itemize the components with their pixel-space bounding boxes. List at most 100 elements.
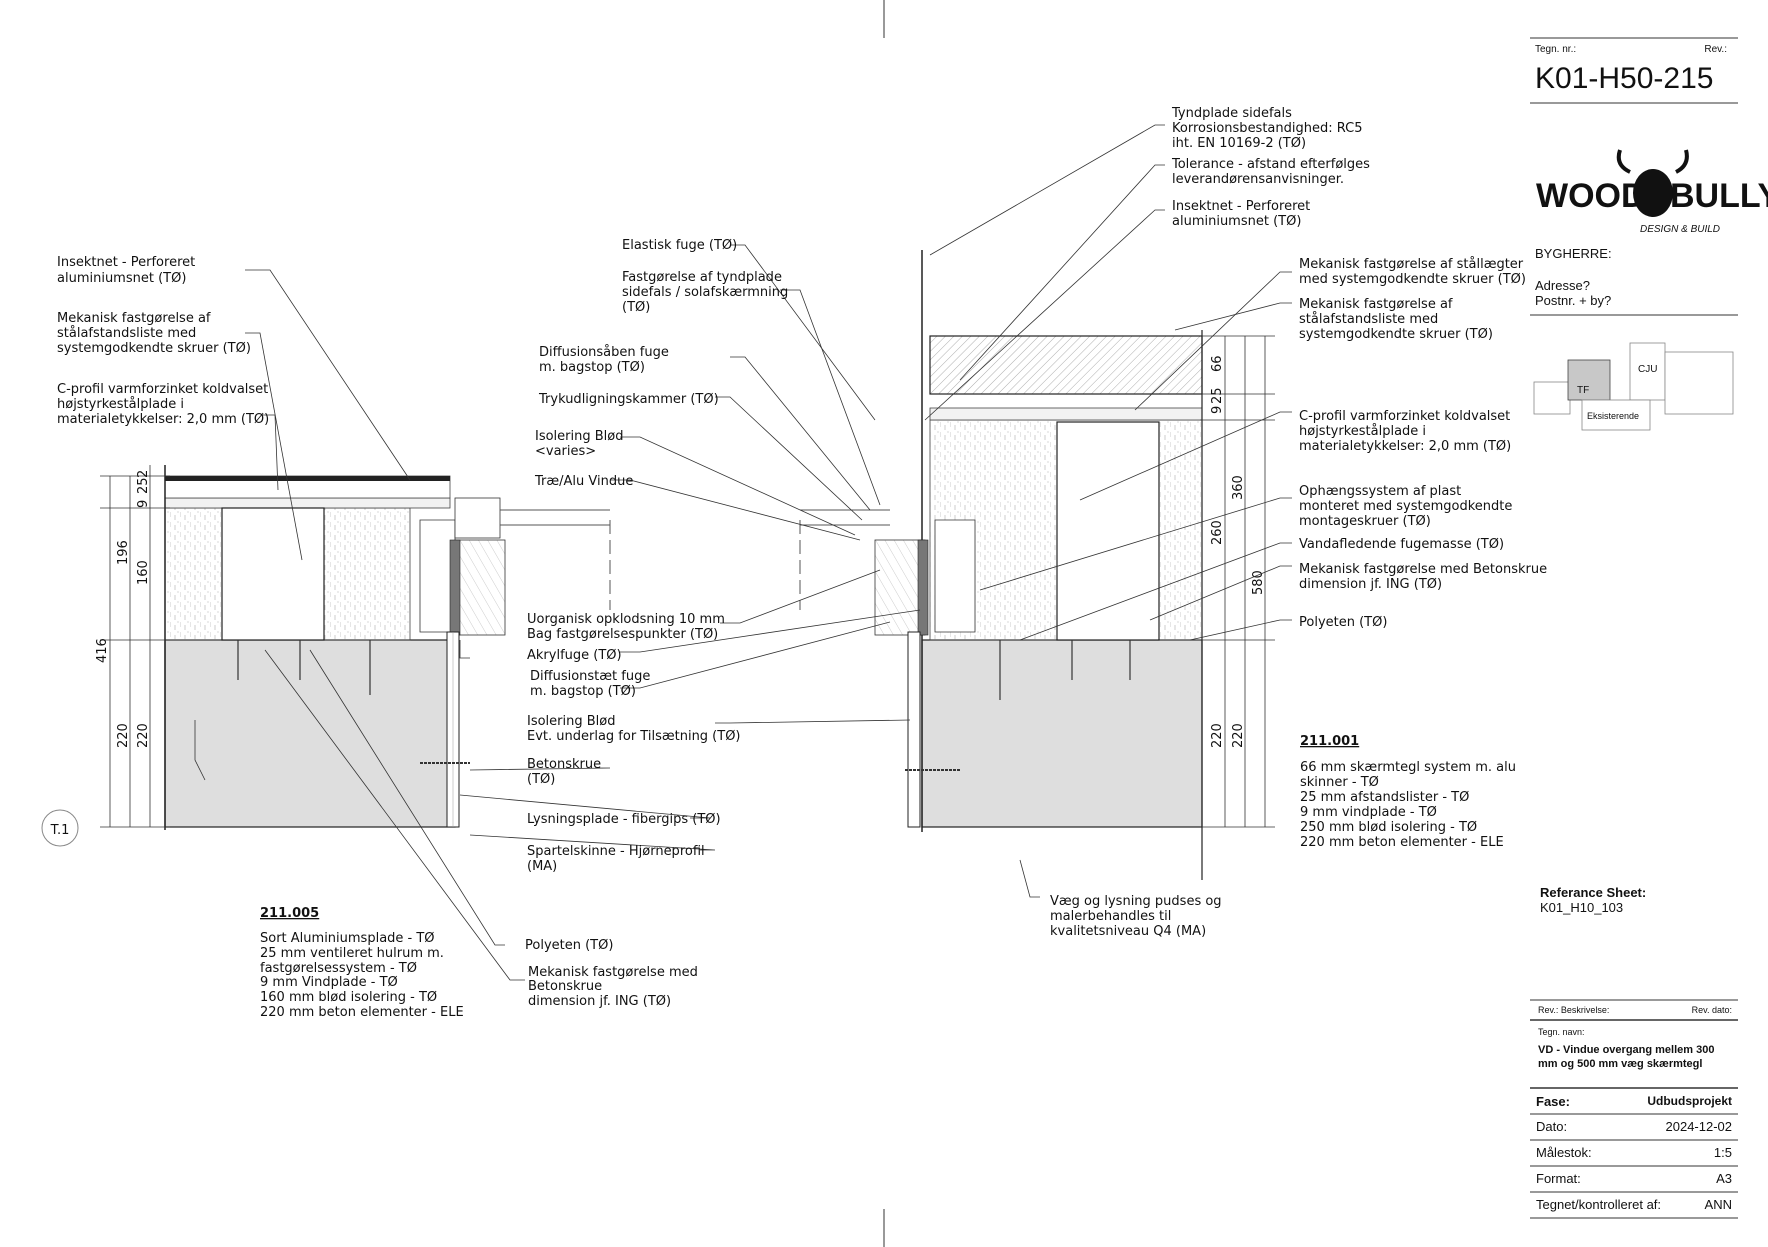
label-mek-left-2: stålafstandsliste med — [57, 326, 196, 341]
dim-416: 416 — [95, 638, 110, 663]
label-elastisk: Elastisk fuge (TØ) — [622, 238, 737, 253]
title-block: Tegn. nr.: Rev.: K01-H50-215 WOOD BULLY … — [1530, 37, 1768, 1219]
tb-address: Adresse? — [1535, 278, 1590, 293]
label-mekb-2: Betonskrue — [528, 979, 602, 994]
grid-marker-label: T.1 — [50, 823, 70, 838]
left-labels: Insektnet - Perforeret aluminiumsnet (TØ… — [57, 255, 464, 1020]
label-mekb-3: dimension jf. ING (TØ) — [528, 994, 671, 1009]
tb-drawn-value: ANN — [1705, 1197, 1732, 1212]
tb-rev-label: Rev.: — [1704, 44, 1727, 55]
right-dimensions — [1200, 335, 1275, 828]
label-lysning: Lysningsplade - fibergips (TØ) — [527, 812, 721, 827]
label-trae: Træ/Alu Vindue — [534, 474, 633, 489]
spec-right-1: 66 mm skærmtegl system m. alu — [1300, 760, 1516, 775]
label-oph-2: monteret med systemgodkendte — [1299, 499, 1512, 514]
label-spartel-1: Spartelskinne - Hjørneprofil — [527, 844, 705, 859]
label-polyeten: Polyeten (TØ) — [525, 938, 613, 953]
label-iso-1: Isolering Blød — [535, 429, 624, 444]
label-mek-left-3: systemgodkendte skruer (TØ) — [57, 341, 251, 356]
tb-name-2: mm og 500 mm væg skærmtegl — [1538, 1058, 1702, 1070]
spec-right-6: 220 mm beton elementer - ELE — [1300, 835, 1504, 850]
label-rmekb-3: systemgodkendte skruer (TØ) — [1299, 327, 1493, 342]
key-plan — [1533, 342, 1734, 431]
label-rmekb-2: stålafstandsliste med — [1299, 312, 1438, 327]
label-fast-3: (TØ) — [622, 300, 650, 315]
wood-bully-logo: WOOD BULLY DESIGN & BUILD — [1536, 149, 1768, 235]
label-mekc-2: dimension jf. ING (TØ) — [1299, 577, 1442, 592]
dim-25: 25 — [136, 477, 151, 494]
label-uorg-1: Uorganisk opklodsning 10 mm — [527, 612, 725, 627]
tb-client-label: BYGHERRE: — [1535, 246, 1612, 261]
label-tol-1: Tolerance - afstand efterfølges — [1171, 157, 1370, 172]
tb-date-value: 2024-12-02 — [1666, 1119, 1733, 1134]
label-tynd-2: Korrosionsbestandighed: RC5 — [1172, 121, 1363, 136]
spec-right-2: skinner - TØ — [1300, 775, 1379, 790]
left-c-profile — [221, 507, 325, 641]
tb-rev-date-label: Rev. dato: — [1692, 1005, 1732, 1015]
label-diff-2: m. bagstop (TØ) — [539, 360, 645, 375]
label-iso-2: <varies> — [535, 444, 596, 459]
spec-right-4: 9 mm vindplade - TØ — [1300, 805, 1437, 820]
label-difft-1: Diffusionstæt fuge — [530, 669, 650, 684]
label-vaeg-1: Væg og lysning pudses og — [1050, 894, 1222, 909]
label-oph-3: montageskruer (TØ) — [1299, 514, 1431, 529]
tb-postal: Postnr. + by? — [1535, 293, 1611, 308]
svg-text:WOOD: WOOD — [1536, 177, 1646, 215]
label-tryk: Trykudligningskammer (TØ) — [538, 392, 719, 407]
spec-left-5: 160 mm blød isolering - TØ — [260, 990, 437, 1005]
label-insektnet-left-2: aluminiumsnet (TØ) — [57, 271, 186, 286]
label-mekc-1: Mekanisk fastgørelse med Betonskrue — [1299, 562, 1547, 577]
left-concrete — [164, 639, 456, 828]
right-c-profile — [1056, 421, 1160, 641]
label-difft-2: m. bagstop (TØ) — [530, 684, 636, 699]
label-rmek-2: med systemgodkendte skruer (TØ) — [1299, 272, 1526, 287]
label-akryl: Akrylfuge (TØ) — [527, 648, 622, 663]
left-window-frame — [454, 539, 506, 636]
tb-format-value: A3 — [1716, 1171, 1732, 1186]
label-oph-1: Ophængssystem af plast — [1299, 484, 1461, 499]
tb-drawn-label: Tegnet/kontrolleret af: — [1536, 1197, 1661, 1212]
label-mek-left-1: Mekanisk fastgørelse af — [57, 311, 211, 326]
label-rmek-1: Mekanisk fastgørelse af stållægter — [1299, 257, 1524, 272]
tb-drawing-no: K01-H50-215 — [1535, 62, 1713, 95]
key-cju: CJU — [1638, 364, 1657, 375]
label-isob-2: Evt. underlag for Tilsætning (TØ) — [527, 729, 741, 744]
dim-r220b: 220 — [1231, 723, 1246, 748]
bull-head-icon — [1633, 169, 1673, 217]
dim-196: 196 — [116, 540, 131, 565]
spec-left-2: 25 mm ventileret hulrum m. — [260, 946, 444, 961]
label-rcp-1: C-profil varmforzinket koldvalset — [1299, 409, 1510, 424]
label-fast-2: sidefals / solafskærmning — [622, 285, 788, 300]
label-fast-1: Fastgørelse af tyndplade — [622, 270, 782, 285]
spec-code-right: 211.001 — [1300, 734, 1359, 749]
right-wall-section — [799, 250, 1203, 880]
right-labels: Tyndplade sidefals Korrosionsbestandighe… — [1050, 106, 1547, 939]
center-labels: Elastisk fuge (TØ) Fastgørelse af tyndpl… — [525, 238, 788, 1009]
spec-right-5: 250 mm blød isolering - TØ — [1300, 820, 1477, 835]
svg-text:DESIGN & BUILD: DESIGN & BUILD — [1640, 224, 1720, 235]
spec-left-3: fastgørelsessystem - TØ — [260, 961, 417, 976]
dim-r25: 25 — [1210, 387, 1225, 404]
spec-code-left: 211.005 — [260, 906, 319, 921]
tb-phase-value: Udbudsprojekt — [1647, 1094, 1732, 1108]
dim-r9: 9 — [1210, 406, 1225, 414]
key-tf: TF — [1577, 385, 1589, 396]
label-ins-2: aluminiumsnet (TØ) — [1172, 214, 1301, 229]
tb-format-label: Format: — [1536, 1171, 1581, 1186]
left-wind-board — [164, 497, 451, 509]
spec-left-6: 220 mm beton elementer - ELE — [260, 1005, 464, 1020]
label-cprof-left-1: C-profil varmforzinket koldvalset — [57, 382, 268, 397]
dim-2: 2 — [136, 470, 151, 478]
label-ins-1: Insektnet - Perforeret — [1172, 199, 1310, 214]
left-alu-plate — [165, 476, 450, 481]
right-wind-board — [929, 407, 1203, 421]
dim-r220a: 220 — [1210, 723, 1225, 748]
label-mekb-1: Mekanisk fastgørelse med — [528, 965, 698, 980]
dim-360: 360 — [1231, 475, 1246, 500]
label-rmekb-1: Mekanisk fastgørelse af — [1299, 297, 1453, 312]
label-tol-2: leverandørensanvisninger. — [1172, 172, 1344, 187]
label-tynd-1: Tyndplade sidefals — [1171, 106, 1292, 121]
label-cprof-left-2: højstyrkestålplade i — [57, 397, 184, 412]
spec-left-1: Sort Aluminiumsplade - TØ — [260, 931, 435, 946]
label-vaeg-2: malerbehandles til — [1050, 909, 1171, 924]
